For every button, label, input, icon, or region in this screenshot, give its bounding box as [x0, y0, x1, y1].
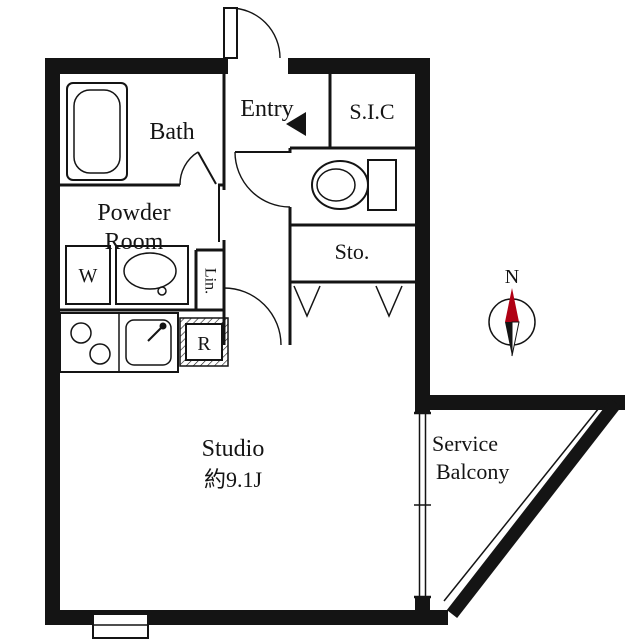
wall-right-upper — [415, 58, 430, 412]
bath-door-leaf — [197, 151, 217, 185]
kitchen-faucet-dot — [159, 322, 167, 330]
powder-room-label-line1: Powder — [97, 200, 170, 226]
hanger-pipe-mark-left — [293, 285, 321, 318]
wall-balcony-diagonal — [446, 399, 622, 618]
studio-label: Studio — [202, 436, 265, 462]
wall-top-left — [45, 58, 228, 74]
fridge-space-inner — [185, 323, 223, 361]
compass-needle-south-right — [511, 321, 520, 357]
fixtures — [59, 82, 403, 373]
bath-door-swing-arc — [179, 151, 199, 186]
studio-door-swing-arc — [223, 287, 282, 346]
linen-label: Lin. — [201, 268, 218, 294]
toilet-bowl-icon — [311, 160, 369, 210]
storage-label: Sto. — [335, 239, 370, 264]
kitchen-faucet-icon — [147, 326, 163, 342]
wall-left — [45, 58, 60, 625]
powder-room-label-line2: Room — [105, 229, 164, 255]
entry-door-swing-arc — [229, 7, 281, 59]
wall-top-right — [288, 58, 430, 74]
hanger-pipe-mark-right — [375, 285, 403, 318]
balcony-railing-line — [443, 407, 600, 602]
sic-label: S.I.C — [349, 99, 394, 124]
stove-burner-1-icon — [70, 322, 92, 344]
bathtub-icon — [66, 82, 128, 181]
balcony-label-line1: Service — [432, 431, 498, 456]
compass: N — [488, 266, 536, 357]
bath-label: Bath — [149, 119, 194, 145]
stove-burner-2-icon — [89, 343, 111, 365]
studio-area-label: 約9.1J — [204, 467, 263, 492]
entry-door-leaf — [223, 7, 238, 59]
wall-balcony-top — [415, 395, 625, 410]
wall-right-lower-stub — [415, 595, 430, 625]
compass-north-label: N — [505, 266, 519, 288]
bathtub-inner — [73, 89, 121, 174]
compass-needle-north — [505, 288, 519, 322]
fridge-label: R — [197, 333, 211, 355]
washer-label: W — [79, 265, 98, 287]
toilet-bowl-inner — [316, 168, 356, 202]
balcony-label-line2: Balcony — [436, 459, 509, 484]
bottom-step — [92, 613, 149, 639]
kitchen-sink-basin — [125, 319, 172, 366]
entry-step-marker — [286, 112, 306, 136]
compass-needle-south-left — [505, 322, 512, 356]
washer-box — [65, 245, 111, 305]
powder-sink-faucet — [157, 286, 167, 296]
room-labels: Bath Entry S.I.C Powder Room W Lin. Sto.… — [79, 96, 510, 492]
toilet-door-swing-arc — [234, 151, 291, 208]
windows — [92, 407, 600, 639]
entry-label: Entry — [240, 96, 293, 122]
powder-sink-basin — [123, 252, 177, 290]
doors — [179, 7, 306, 346]
toilet-tank-icon — [367, 159, 397, 211]
